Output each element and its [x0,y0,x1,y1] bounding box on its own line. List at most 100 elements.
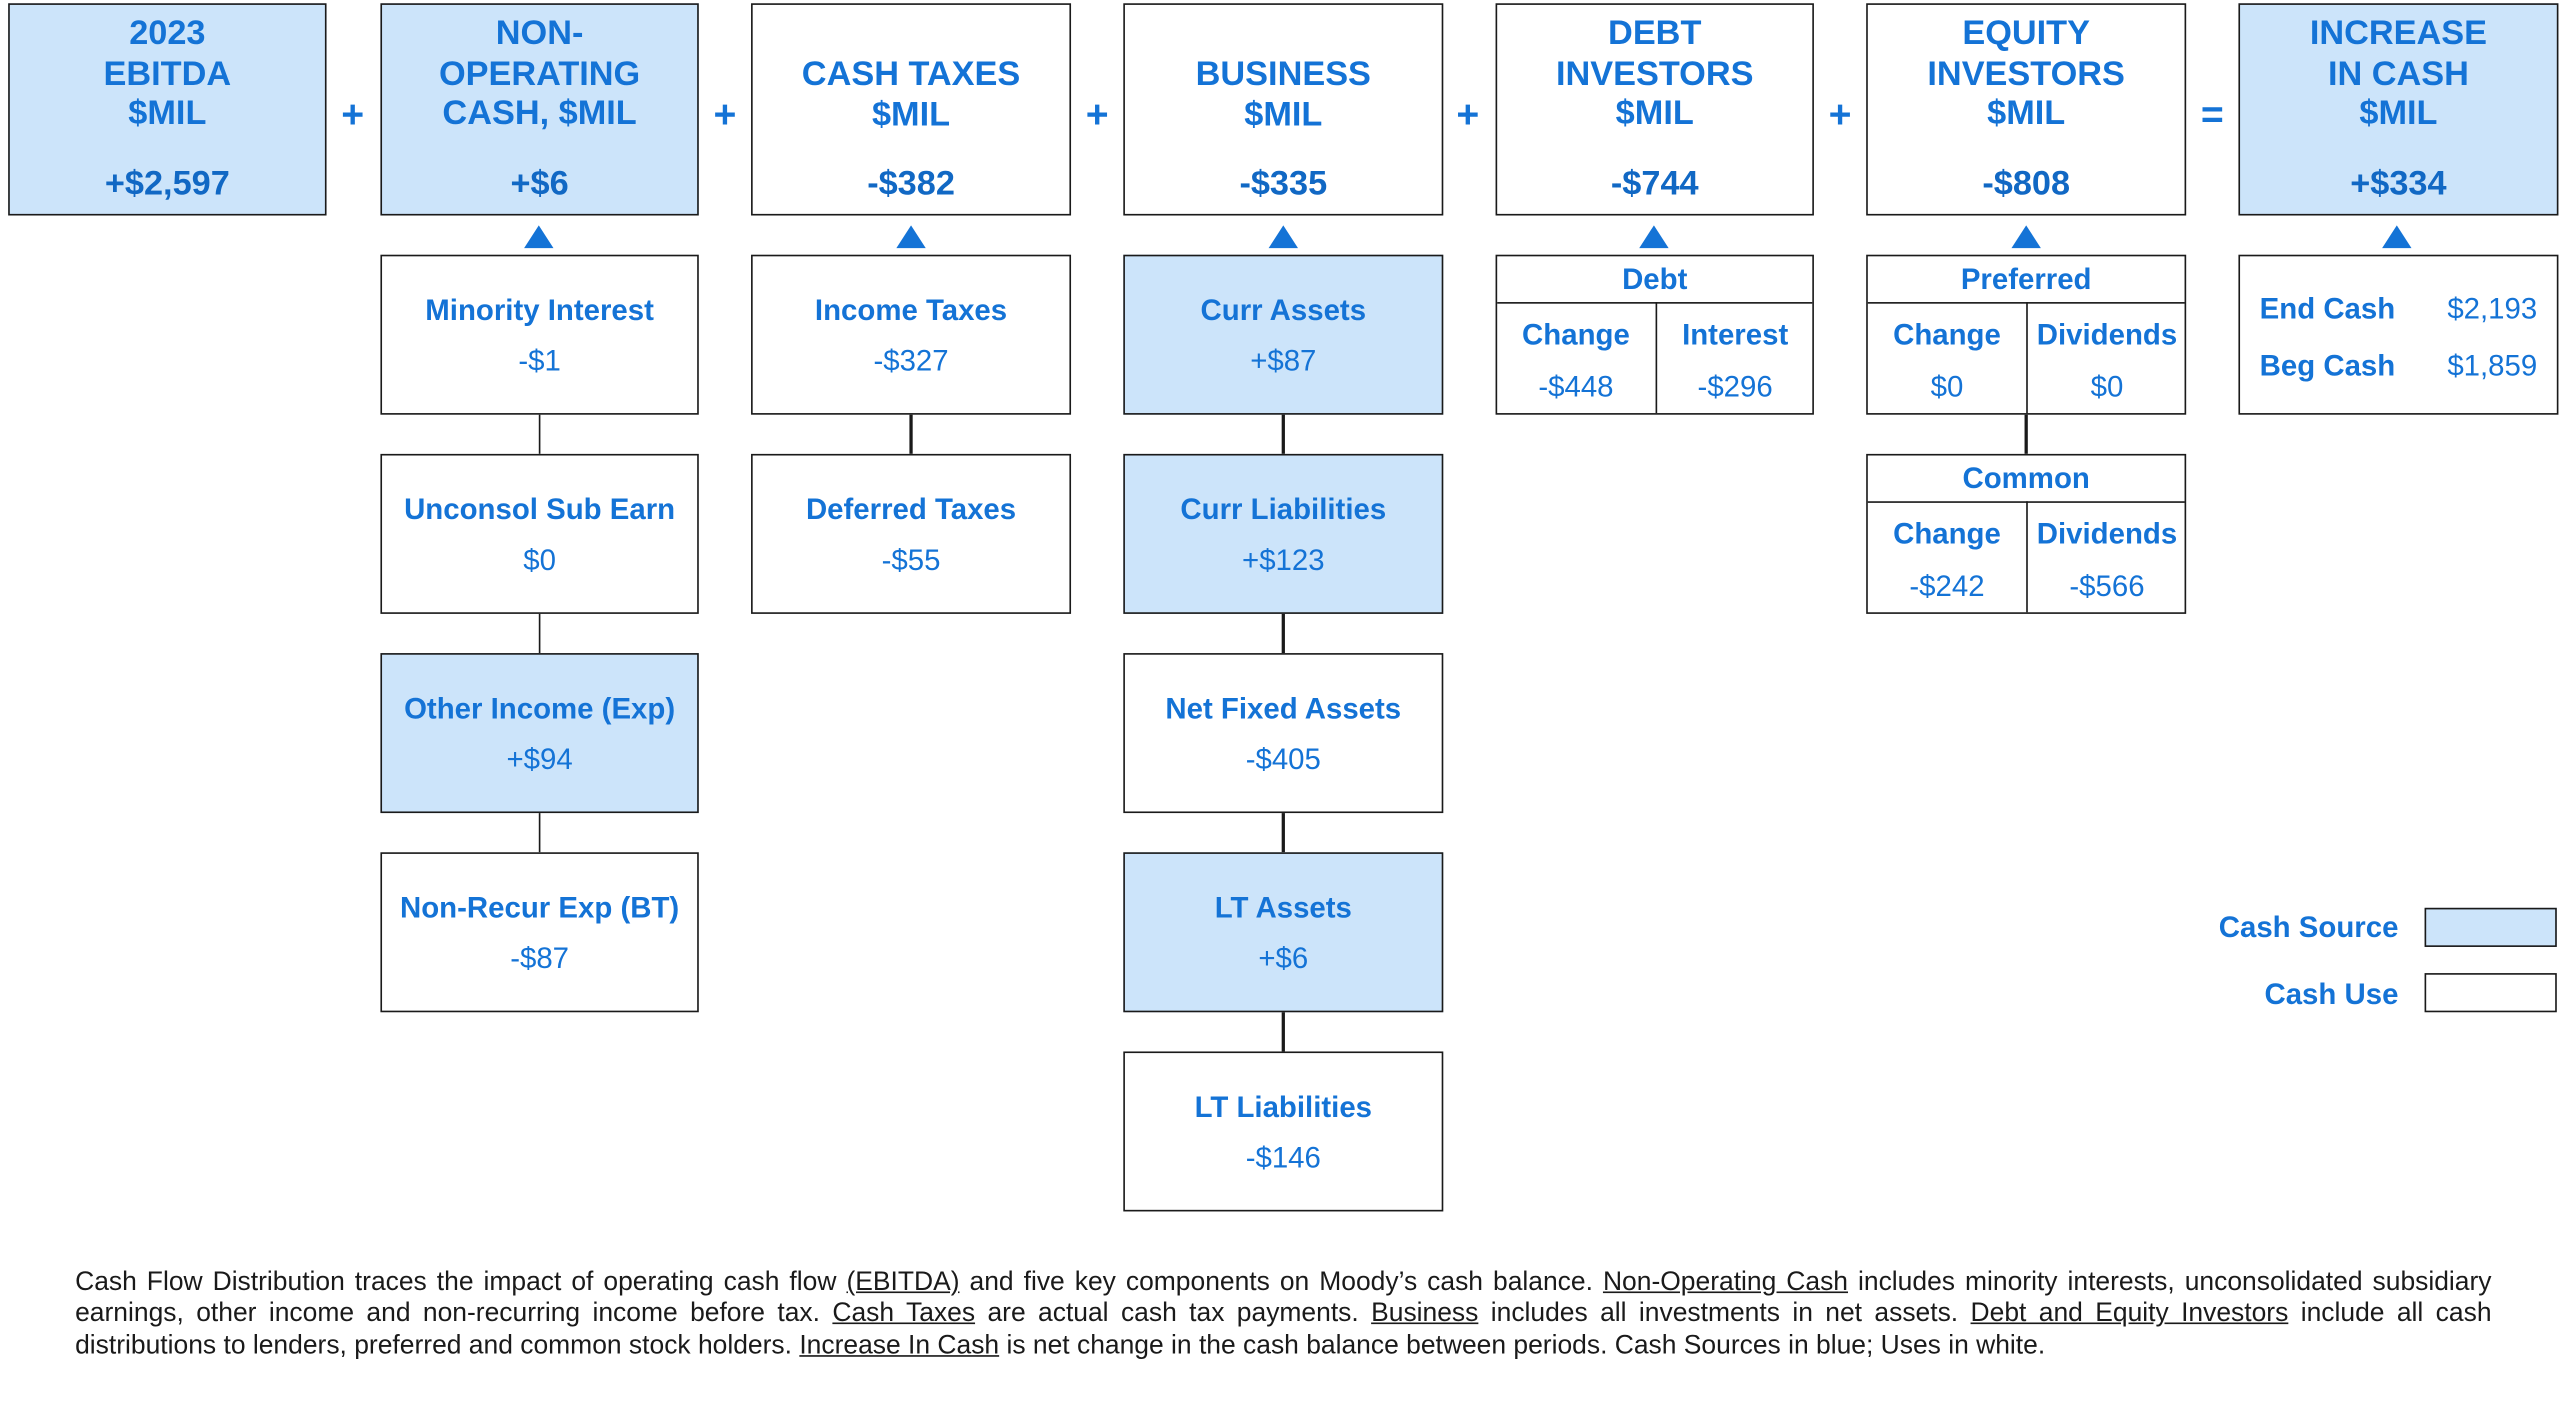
header-non-operating-cash: NON- OPERATING CASH, $MIL +$6 [380,3,699,216]
component-value: -$146 [1245,1141,1321,1174]
footnote-term: Debt and Equity Investors [1970,1298,2289,1328]
connector-line [909,414,912,454]
header-title: BUSINESS $MIL [1195,55,1371,134]
component-value: +$6 [1258,942,1309,975]
footnote-text: includes minority interests, unconsolida… [75,1266,2492,1328]
footnote: Cash Flow Distribution traces the impact… [75,1267,2491,1362]
footnote-text: is net change in the cash balance betwee… [999,1329,2046,1360]
header-equity-investors: EQUITY INVESTORS $MIL -$808 [1866,3,2187,216]
up-arrow-icon [1268,225,1298,249]
equals-operator: = [2200,93,2224,138]
cell-value: -$566 [2069,569,2145,603]
component-lt-assets: LT Assets +$6 [1123,852,1444,1013]
component-label: Income Taxes [814,293,1008,327]
header-title: DEBT INVESTORS $MIL [1555,14,1754,133]
header-title: CASH TAXES $MIL [801,55,1021,134]
connector-line [1281,414,1285,454]
component-non-recur-exp: Non-Recur Exp (BT) -$87 [380,852,699,1013]
header-title: 2023 EBITDA $MIL [103,14,232,133]
preferred-dividends-cell: Dividends $0 [2026,302,2186,414]
cell-value: -$242 [1909,569,1985,603]
component-label: LT Assets [1214,891,1352,925]
component-income-taxes: Income Taxes -$327 [751,254,1072,415]
beg-cash-label: Beg Cash [2259,349,2396,383]
common-heading: Common [1867,456,2185,503]
footnote-term: Increase In Cash [799,1329,1000,1360]
footnote-text: and five key components on Moody’s cash … [959,1266,1603,1297]
footnote-term: Cash Taxes [832,1298,976,1328]
component-label: Curr Assets [1200,293,1367,327]
component-label: LT Liabilities [1194,1090,1373,1124]
cash-balance-box: End Cash $2,193 Beg Cash $1,859 [2238,254,2559,415]
cell-value: -$448 [1538,370,1614,404]
legend-source-label: Cash Source [2218,911,2399,944]
footnote-term: (EBITDA) [846,1266,960,1297]
footnote-text: Cash Flow Distribution traces the impact… [75,1266,847,1297]
component-minority-interest: Minority Interest -$1 [380,254,699,415]
preferred-heading: Preferred [1867,256,2185,304]
component-net-fixed-assets: Net Fixed Assets -$405 [1123,653,1444,814]
cell-value: $0 [1930,370,1964,404]
component-label: Non-Recur Exp (BT) [400,891,680,925]
cell-value: $0 [2090,370,2124,404]
connector-line [537,813,541,853]
component-curr-assets: Curr Assets +$87 [1123,254,1444,415]
legend-source-swatch [2424,907,2557,947]
header-debt-investors: DEBT INVESTORS $MIL -$744 [1495,3,1814,216]
connector-line [537,414,541,454]
component-value: -$405 [1245,742,1321,776]
common-dividends-cell: Dividends -$566 [2026,501,2186,613]
plus-operator: + [1456,93,1480,138]
up-arrow-icon [524,225,554,249]
debt-heading: Debt [1497,256,1813,304]
footnote-term: Non-Operating Cash [1602,1266,1849,1297]
up-arrow-icon [2382,225,2412,249]
debt-change-cell: Change -$448 [1497,302,1655,413]
footnote-text: are actual cash tax payments. [975,1298,1372,1328]
cell-label: Change [1893,318,2001,352]
footnote-term: Business [1371,1298,1479,1328]
component-value: +$123 [1242,543,1325,577]
component-deferred-taxes: Deferred Taxes -$55 [751,453,1072,614]
header-value: -$744 [1610,164,1699,203]
legend-use-label: Cash Use [2264,977,2399,1011]
end-cash-value: $2,193 [2447,292,2538,325]
header-title: EQUITY INVESTORS $MIL [1927,14,2125,133]
component-label: Deferred Taxes [805,493,1017,526]
beg-cash-value: $1,859 [2447,349,2538,383]
common-change-cell: Change -$242 [1868,501,2026,612]
up-arrow-icon [1639,225,1669,249]
plus-operator: + [1828,93,1852,138]
component-value: -$55 [881,543,941,577]
cell-label: Dividends [2036,517,2178,551]
component-value: -$1 [518,344,561,378]
preferred-change-cell: Change $0 [1868,302,2026,413]
component-label: Curr Liabilities [1180,493,1387,526]
plus-operator: + [713,93,737,138]
connector-line [1281,1012,1285,1052]
beg-cash-row: Beg Cash $1,859 [2260,346,2538,385]
common-detail-table: Common Change -$242 Dividends -$566 [1866,453,2187,614]
header-value: +$6 [510,164,569,203]
header-value: -$382 [867,164,955,203]
cell-value: -$296 [1697,370,1773,404]
end-cash-label: End Cash [2259,292,2396,325]
component-value: -$87 [510,942,570,975]
legend-use-swatch [2424,973,2557,1013]
header-increase-in-cash: INCREASE IN CASH $MIL +$334 [2238,3,2559,216]
cell-label: Dividends [2036,318,2178,352]
cell-label: Interest [1682,318,1789,352]
preferred-detail-table: Preferred Change $0 Dividends $0 [1866,254,2187,415]
component-label: Unconsol Sub Earn [404,493,676,526]
header-ebitda: 2023 EBITDA $MIL +$2,597 [8,3,327,216]
component-label: Net Fixed Assets [1165,692,1402,725]
up-arrow-icon [2011,225,2041,249]
plus-operator: + [1085,93,1109,138]
header-value: -$335 [1239,164,1328,203]
end-cash-row: End Cash $2,193 [2260,289,2538,328]
header-value: -$808 [1982,164,2071,203]
up-arrow-icon [896,225,926,249]
component-curr-liabilities: Curr Liabilities +$123 [1123,453,1444,614]
component-lt-liabilities: LT Liabilities -$146 [1123,1051,1444,1212]
cell-label: Change [1893,517,2001,551]
